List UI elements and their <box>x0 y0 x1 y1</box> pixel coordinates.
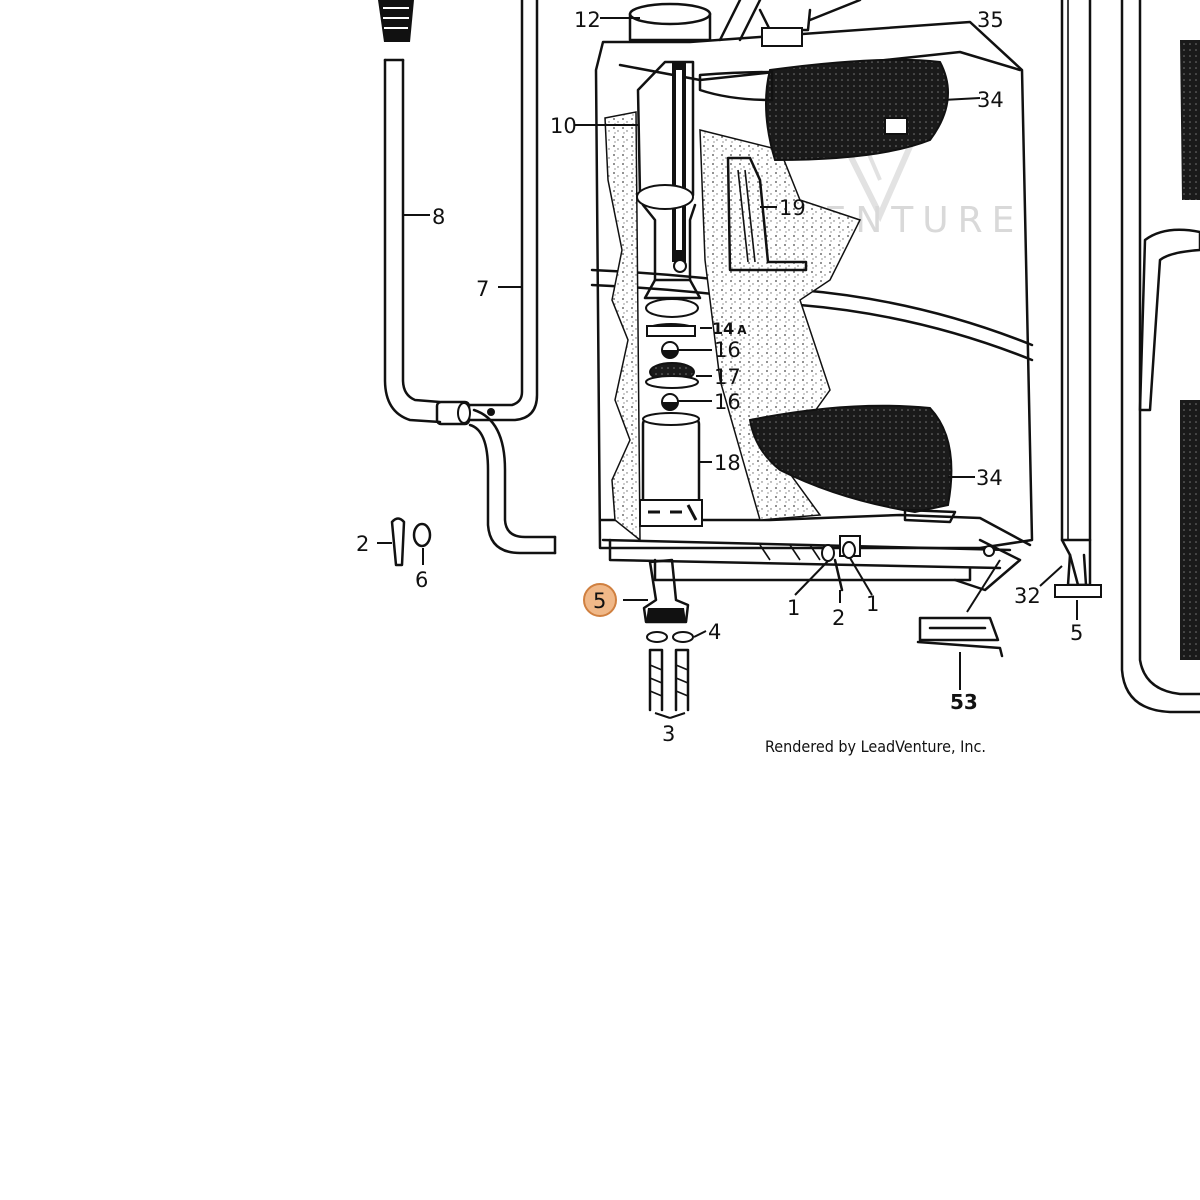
callout-16-lower[interactable]: 16 <box>714 390 741 414</box>
fastener-hardware <box>390 517 856 712</box>
selected-part-highlight[interactable] <box>583 583 617 617</box>
shoulder-strap-lower <box>748 404 957 524</box>
spray-nozzle-top <box>378 0 414 42</box>
callout-1-left[interactable]: 1 <box>787 596 800 620</box>
shoulder-strap-upper <box>698 58 949 162</box>
wand-assembly-right <box>1120 0 1200 714</box>
part-53-bracket <box>916 616 1004 658</box>
callout-34-lower[interactable]: 34 <box>976 466 1003 490</box>
callout-7[interactable]: 7 <box>476 277 489 301</box>
callout-5-right[interactable]: 5 <box>1070 621 1083 645</box>
callout-1-right[interactable]: 1 <box>866 592 879 616</box>
callout-10[interactable]: 10 <box>550 114 577 138</box>
leader-lines <box>377 17 1078 719</box>
callout-16-upper[interactable]: 16 <box>714 338 741 362</box>
callout-8[interactable]: 8 <box>432 205 445 229</box>
callout-18[interactable]: 18 <box>714 451 741 475</box>
callout-17[interactable]: 17 <box>714 365 741 389</box>
callout-3[interactable]: 3 <box>662 722 675 746</box>
callout-2-mid[interactable]: 2 <box>832 606 845 630</box>
callout-4[interactable]: 4 <box>708 620 721 644</box>
callout-6[interactable]: 6 <box>415 568 428 592</box>
valve-stack <box>639 323 703 527</box>
callout-32[interactable]: 32 <box>1014 584 1041 608</box>
callout-19[interactable]: 19 <box>779 196 806 220</box>
top-fitting-12 <box>628 0 862 47</box>
callout-2-left[interactable]: 2 <box>356 532 369 556</box>
render-credit: Rendered by LeadVenture, Inc. <box>765 737 986 756</box>
part-5-foot-bracket[interactable] <box>642 558 690 624</box>
callout-5-selected[interactable]: 5 <box>593 589 606 613</box>
bracket-part-19 <box>726 156 808 272</box>
callout-35[interactable]: 35 <box>977 8 1004 32</box>
hose-assembly <box>383 0 557 555</box>
callout-53[interactable]: 53 <box>950 690 978 714</box>
callout-14a-suffix: A <box>737 323 747 337</box>
cutaway-interior <box>604 111 862 542</box>
pump-cylinder-10 <box>636 60 702 318</box>
spray-lance-32 <box>1054 0 1102 598</box>
callout-12[interactable]: 12 <box>574 8 601 32</box>
right-foot <box>953 538 1022 592</box>
callout-34-upper[interactable]: 34 <box>977 88 1004 112</box>
